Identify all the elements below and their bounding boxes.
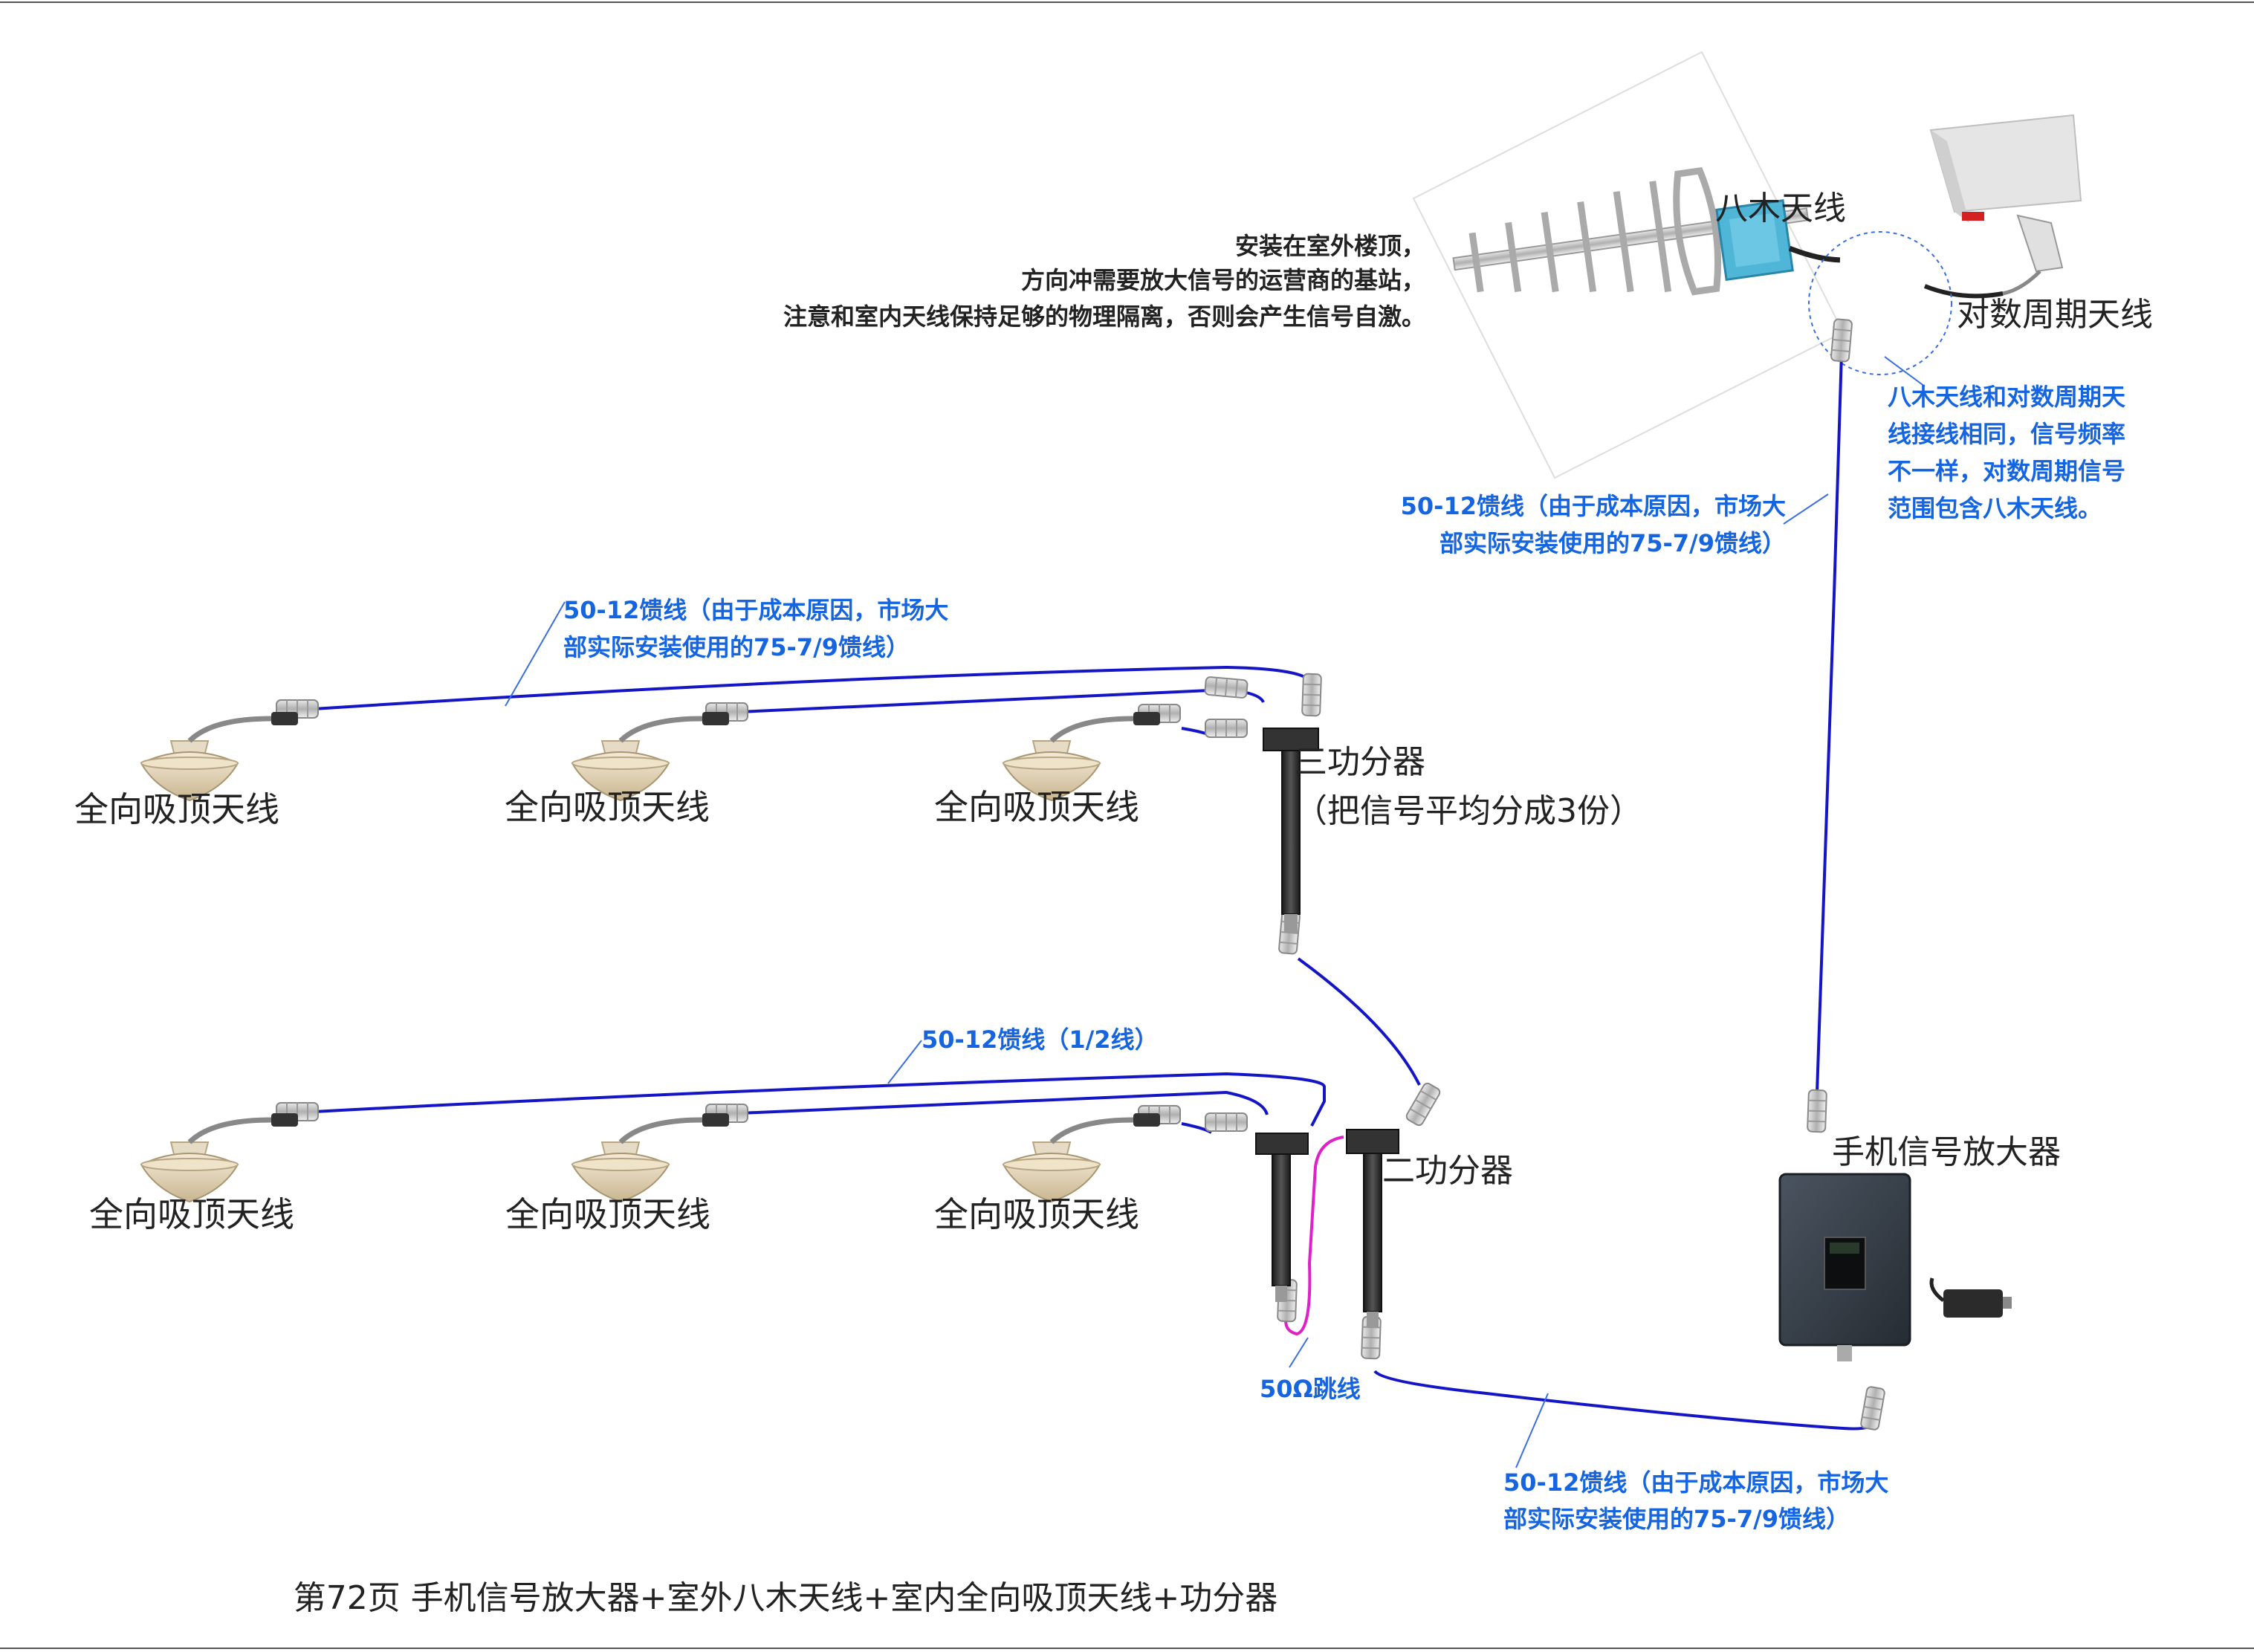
feeder-note-top-line2: 部实际安装使用的75-7/9馈线） (1439, 529, 1786, 557)
signal-amplifier-image (1778, 1173, 2012, 1361)
feeder-note-bottom-line2: 部实际安装使用的75-7/9馈线） (1503, 1505, 1850, 1533)
feeder-note-top: 50-12馈线（由于成本原因，市场大 部实际安装使用的75-7/9馈线） (1401, 492, 1786, 557)
yagi-antenna-image (1412, 51, 1845, 479)
feeder-note-upper-line2: 部实际安装使用的75-7/9馈线） (563, 633, 910, 661)
compare-note-line2: 线接线相同，信号频率 (1888, 420, 2125, 448)
omni-antenna-label: 全向吸顶天线 (74, 789, 279, 829)
antenna-compare-note: 八木天线和对数周期天 线接线相同，信号频率 不一样，对数周期信号 范围包含八木天… (1888, 383, 2125, 522)
amplifier-label: 手机信号放大器 (1832, 1133, 2061, 1171)
omni-antenna (141, 1113, 298, 1202)
feeder-note-bottom: 50-12馈线（由于成本原因，市场大 部实际安装使用的75-7/9馈线） (1503, 1468, 1888, 1533)
connectors (276, 318, 1886, 1431)
omni-antenna-label: 全向吸顶天线 (505, 1194, 710, 1234)
annotation-leaders (505, 356, 1926, 1468)
omni-antenna-label: 全向吸顶天线 (934, 1194, 1139, 1234)
omni-antenna (141, 712, 298, 800)
page-caption: 第72页 手机信号放大器+室外八木天线+室内全向吸顶天线+功分器 (294, 1579, 1278, 1617)
three-way-splitter (1263, 728, 1319, 933)
compare-note-line3: 不一样，对数周期信号 (1888, 457, 2125, 485)
compare-note-line4: 范围包含八木天线。 (1888, 494, 2102, 522)
half-inch-feeder-label: 50-12馈线（1/2线） (922, 1026, 1159, 1054)
omni-antenna-label: 全向吸顶天线 (505, 787, 710, 827)
two-way-splitter-label: 二功分器 (1382, 1152, 1513, 1190)
jumper-label: 50Ω跳线 (1260, 1375, 1361, 1403)
antenna-link-circle (1808, 231, 1952, 375)
omni-antenna-label: 全向吸顶天线 (89, 1194, 294, 1234)
log-periodic-antenna-image (1923, 114, 2082, 299)
three-way-splitter-desc: （把信号平均分成3份） (1295, 792, 1642, 830)
feeder-note-top-line1: 50-12馈线（由于成本原因，市场大 (1401, 492, 1786, 520)
feeder-note-upper-line1: 50-12馈线（由于成本原因，市场大 (563, 596, 948, 624)
install-note-line3: 注意和室内天线保持足够的物理隔离，否则会产生信号自激。 (783, 302, 1425, 331)
install-note: 安装在室外楼顶， 方向冲需要放大信号的运营商的基站， 注意和室内天线保持足够的物… (783, 232, 1425, 331)
omni-antenna (572, 1113, 729, 1202)
yagi-label: 八木天线 (1715, 190, 1846, 227)
two-way-splitter-right (1346, 1129, 1399, 1328)
log-periodic-label: 对数周期天线 (1957, 296, 2153, 334)
feeder-cables (313, 352, 1880, 1431)
jumper-cable (1284, 1136, 1344, 1336)
omni-antenna-label: 全向吸顶天线 (934, 787, 1139, 827)
three-way-splitter-label: 三功分器 (1295, 743, 1425, 781)
omni-antenna (1003, 1113, 1160, 1202)
compare-note-line1: 八木天线和对数周期天 (1888, 383, 2125, 411)
two-way-splitter-left (1255, 1133, 1309, 1302)
feeder-note-upper: 50-12馈线（由于成本原因，市场大 部实际安装使用的75-7/9馈线） (563, 596, 948, 661)
install-note-line2: 方向冲需要放大信号的运营商的基站， (1021, 266, 1425, 294)
feeder-note-bottom-line1: 50-12馈线（由于成本原因，市场大 (1503, 1468, 1888, 1497)
install-note-line1: 安装在室外楼顶， (1235, 232, 1425, 260)
